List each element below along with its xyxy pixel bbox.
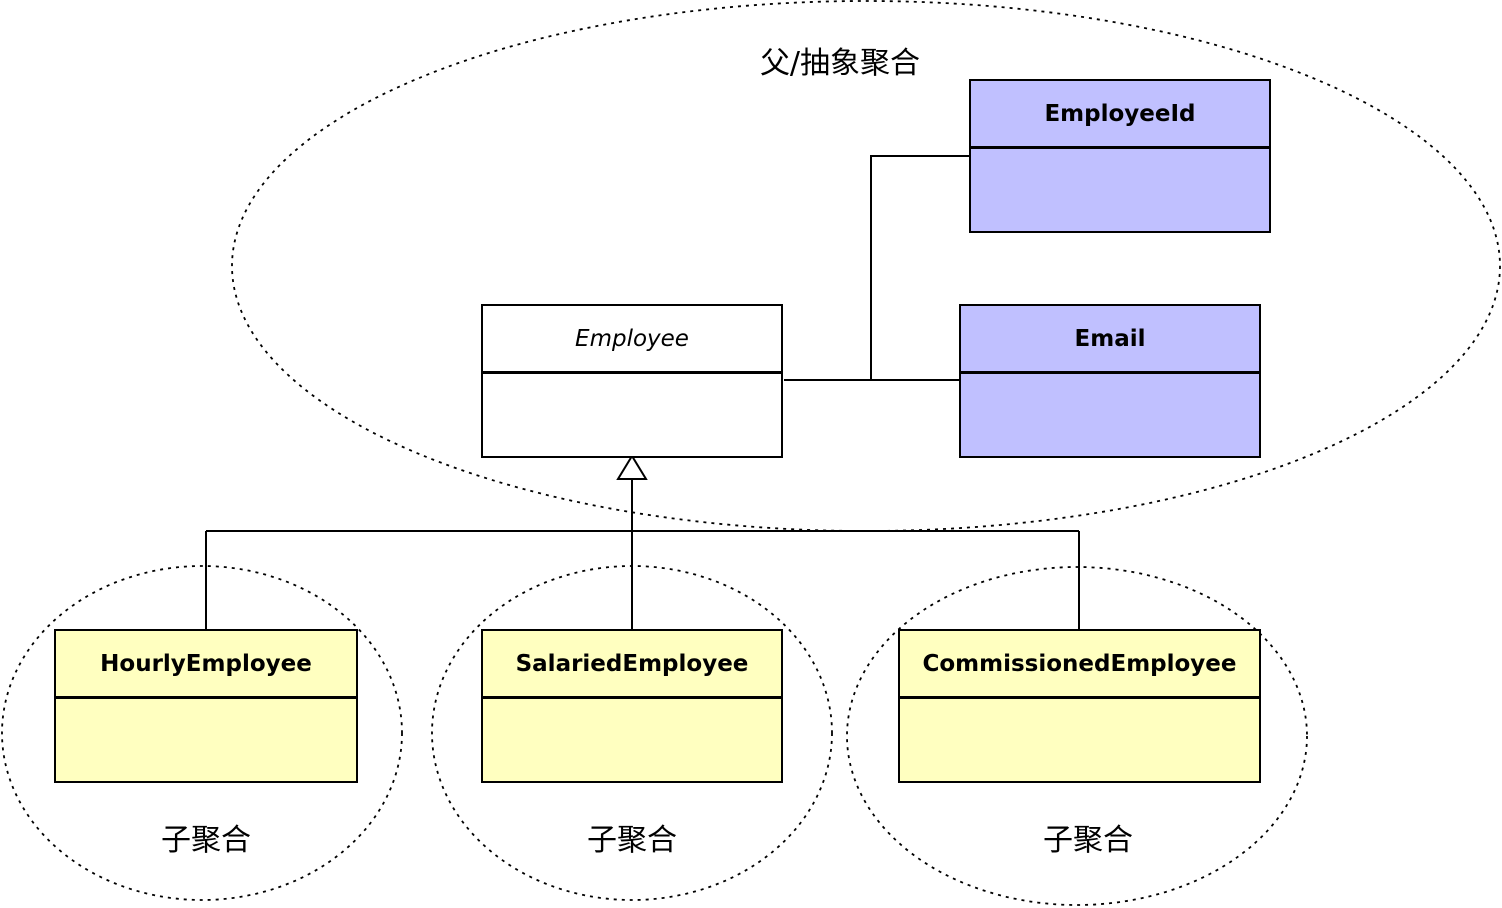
child-aggregate-label-salaried: 子聚合: [587, 823, 677, 858]
association-line-employee-id: [784, 155, 970, 381]
class-box-employee-id[interactable]: EmployeeId: [969, 79, 1271, 233]
child-aggregate-boundary-commissioned: [846, 566, 1308, 906]
class-name-commissioned-employee: CommissionedEmployee: [900, 631, 1259, 699]
class-box-commissioned-employee[interactable]: CommissionedEmployee: [898, 629, 1261, 783]
class-body-salaried-employee: [483, 699, 781, 781]
class-body-employee-id: [971, 149, 1269, 231]
class-name-hourly-employee: HourlyEmployee: [56, 631, 356, 699]
class-box-email[interactable]: Email: [959, 304, 1261, 458]
class-name-employee-id: EmployeeId: [971, 81, 1269, 149]
child-aggregate-boundary-hourly: [1, 565, 403, 901]
class-name-salaried-employee: SalariedEmployee: [483, 631, 781, 699]
class-name-email: Email: [961, 306, 1259, 374]
class-name-employee: Employee: [483, 306, 781, 374]
generalization-arrowhead-icon: [616, 454, 648, 480]
child-aggregate-label-hourly: 子聚合: [161, 823, 251, 858]
parent-aggregate-label: 父/抽象聚合: [759, 46, 921, 81]
child-aggregate-label-commissioned: 子聚合: [1043, 823, 1133, 858]
class-box-hourly-employee[interactable]: HourlyEmployee: [54, 629, 358, 783]
class-body-commissioned-employee: [900, 699, 1259, 781]
class-box-salaried-employee[interactable]: SalariedEmployee: [481, 629, 783, 783]
class-box-employee[interactable]: Employee: [481, 304, 783, 458]
class-body-hourly-employee: [56, 699, 356, 781]
class-body-email: [961, 374, 1259, 456]
class-body-employee: [483, 374, 781, 456]
